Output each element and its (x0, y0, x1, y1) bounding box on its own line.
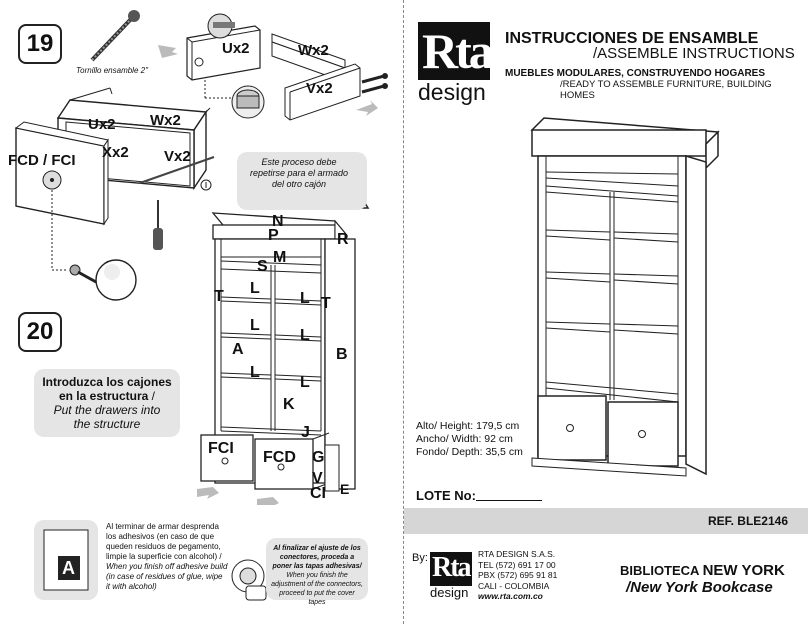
label-FCI: FCI (208, 440, 234, 457)
finished-bookcase-illustration (530, 117, 720, 477)
subtitle-es: MUEBLES MODULARES, CONSTRUYENDO HOGARES (505, 68, 766, 79)
label-xx2: Xx2 (102, 144, 129, 161)
label-L-6: L (300, 374, 310, 391)
sticker-box: A (34, 520, 98, 600)
label-B: B (336, 346, 348, 363)
reference-number: REF. BLE2146 (707, 514, 788, 528)
sticker-letter: A (62, 558, 75, 578)
label-L-5: L (250, 364, 260, 381)
step-19-number: 19 (18, 24, 62, 64)
label-N: N (272, 213, 284, 230)
knob-icon (51, 190, 137, 301)
bookcase-assembly-illustration (197, 212, 356, 505)
label-V: V (312, 470, 323, 487)
label-L-2: L (300, 290, 310, 307)
dimension-width: Ancho/ Width: 92 cm (416, 433, 513, 445)
rta-logo-small: Rta design (430, 552, 472, 600)
label-K: K (283, 396, 295, 413)
step-20-number: 20 (18, 312, 62, 352)
company-tel: TEL (572) 691 17 00 (478, 559, 556, 570)
label-CI: CI (310, 485, 326, 502)
panel-ux2-top (186, 25, 261, 81)
title-es: INSTRUCCIONES DE ENSAMBLE (505, 30, 759, 47)
label-wx2: Wx2 (150, 112, 181, 129)
label-ux2-top: Ux2 (222, 40, 250, 57)
dimension-height: Alto/ Height: 179,5 cm (416, 420, 520, 432)
company-website: www.rta.com.co (478, 591, 543, 601)
label-G: G (312, 449, 325, 466)
product-name-en: /New York Bookcase (626, 579, 773, 596)
company-city: CALI - COLOMBIA (478, 580, 550, 591)
label-L-1: L (250, 280, 260, 297)
company-info: RTA DESIGN S.A.S. TEL (572) 691 17 00 PB… (478, 549, 557, 602)
dimension-depth: Fondo/ Depth: 35,5 cm (416, 446, 523, 458)
reference-bar: REF. BLE2146 (404, 508, 808, 534)
instruction-en: Put the drawers into the structure (53, 403, 161, 431)
label-T-right: T (321, 295, 331, 312)
lote-line (476, 500, 542, 501)
screwdriver-icon (153, 200, 163, 250)
product-name-es: BIBLIOTECA NEW YORK (620, 562, 785, 579)
step-20-instruction-box: Introduzca los cajones en la estructura … (34, 369, 180, 437)
label-J: J (301, 424, 310, 441)
company-pbx: PBX (572) 695 91 81 (478, 570, 558, 580)
label-vx2-top: Vx2 (306, 80, 333, 97)
logo-small-rta-text: Rta (432, 552, 472, 583)
subtitle-en: /READY TO ASSEMBLE FURNITURE, BUILDING H… (560, 79, 772, 101)
label-M: M (273, 249, 287, 266)
label-wx2-top: Wx2 (298, 42, 329, 59)
label-L-3: L (250, 317, 260, 334)
page-divider (403, 0, 404, 624)
logo-rta-text: Rta (422, 23, 494, 79)
repeat-note-box: Este proceso debe repetirse para el arma… (237, 152, 367, 210)
footer-note-es: Al terminar de armar desprenda los adhes… (106, 522, 222, 561)
label-fcd-fci: FCD / FCI (8, 152, 76, 169)
label-ux2: Ux2 (88, 116, 116, 133)
label-vx2: Vx2 (164, 148, 191, 165)
connector-note-en: When you finish the adjustment of the co… (271, 572, 363, 606)
drawer-box-illustration (14, 87, 215, 226)
company-name: RTA DESIGN S.A.S. (478, 549, 556, 559)
label-L-4: L (300, 327, 310, 344)
instruction-es-line1: Introduzca los cajones (42, 375, 172, 389)
screw-label: Tornillo ensamble 2" (76, 66, 148, 75)
step-19-illustration (14, 10, 388, 301)
footer-note-en: When you finish off adhesive build (in c… (106, 562, 228, 591)
label-A: A (232, 341, 244, 358)
repeat-note-text: Este proceso debe repetirse para el arma… (249, 157, 349, 189)
instruction-separator: / (148, 389, 156, 403)
logo-design-text: design (418, 79, 486, 105)
instruction-es-line2: en la estructura (58, 389, 149, 403)
lote-label: LOTE No: (416, 488, 476, 503)
title-en: /ASSEMBLE INSTRUCTIONS (593, 45, 795, 62)
label-S: S (257, 258, 268, 275)
label-P: P (268, 227, 279, 244)
connector-note-box: Al finalizar el ajuste de los conectores… (266, 538, 368, 606)
connector-cap-icon (231, 559, 267, 601)
panel-vx2-top (284, 63, 361, 121)
by-label: By: (412, 552, 428, 564)
label-R: R (337, 231, 349, 248)
footer-note-text: Al terminar de armar desprenda los adhes… (106, 522, 228, 592)
label-E: E (340, 481, 350, 497)
label-T-left: T (214, 288, 224, 305)
connector-note-es: Al finalizar el ajuste de los conectores… (272, 545, 362, 570)
rta-logo: Rta design (418, 22, 494, 105)
dimensions: Alto/ Height: 179,5 cm Ancho/ Width: 92 … (416, 420, 523, 459)
label-FCD: FCD (263, 449, 296, 466)
product-es-prefix: BIBLIOTECA (620, 563, 703, 578)
logo-small-design-text: design (430, 585, 469, 600)
screw-icon (90, 10, 140, 62)
product-es-name: NEW YORK (702, 562, 785, 579)
